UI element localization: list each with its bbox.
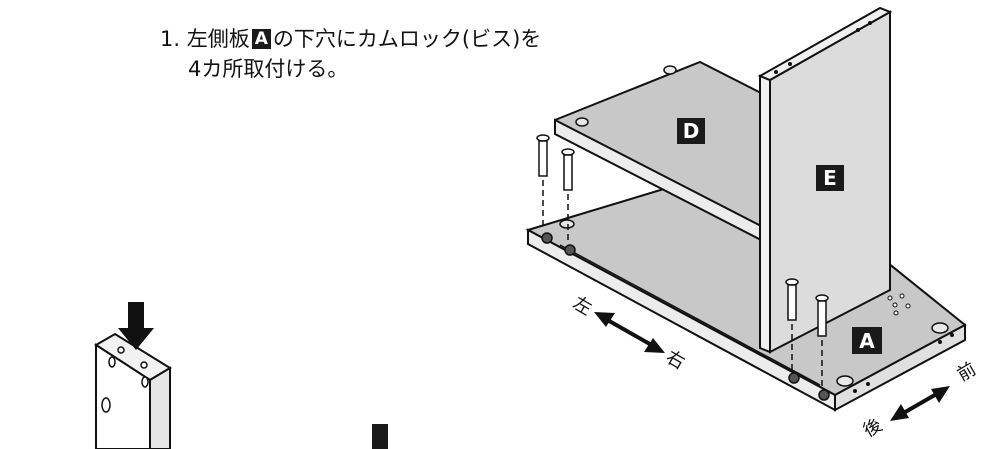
down-arrow-icon — [118, 302, 154, 350]
step-number: 1. — [160, 27, 181, 51]
detail-panel-corner — [94, 332, 172, 449]
cam-lock-screws — [536, 134, 829, 386]
label-d-text: D — [683, 119, 700, 143]
screw-3 — [785, 278, 799, 370]
direction-front: 前 — [954, 359, 980, 386]
instruction-line-2: 4カ所取付ける。 — [188, 57, 349, 81]
instruction-pre: 左側板 — [186, 27, 250, 51]
panel-a-badge-inline: A — [251, 29, 271, 49]
instruction-post: の下穴にカムロック(ビス)を — [272, 27, 542, 51]
label-d: D — [677, 118, 705, 144]
marker-block — [372, 424, 388, 449]
screw-1 — [536, 134, 550, 228]
screw-4 — [815, 294, 829, 386]
direction-left: 左 — [569, 293, 595, 320]
label-a: A — [852, 327, 882, 354]
screw-2 — [561, 148, 575, 240]
label-a-text: A — [859, 329, 875, 353]
label-e: E — [816, 165, 844, 191]
direction-right: 右 — [662, 347, 688, 374]
label-e-text: E — [823, 166, 837, 190]
direction-back: 後 — [860, 415, 886, 442]
